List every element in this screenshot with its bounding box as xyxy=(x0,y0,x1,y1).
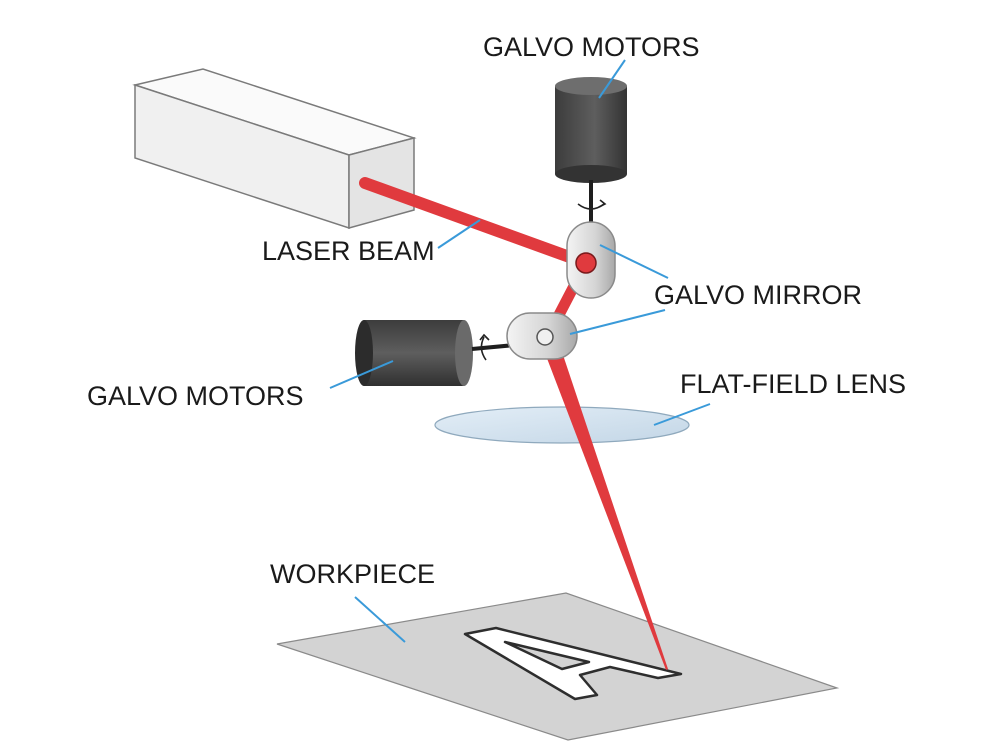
lower-galvo-mirror xyxy=(506,312,578,360)
label-galvo-mirror: GALVO MIRROR xyxy=(654,280,862,310)
top-galvo-mirror xyxy=(566,221,616,299)
workpiece-plate xyxy=(276,592,840,741)
laser-source-box xyxy=(132,68,417,230)
leader-laser-beam xyxy=(437,219,481,249)
engraved-letter-a xyxy=(463,626,683,701)
leader-workpiece xyxy=(354,596,406,643)
leader-flat-field-lens xyxy=(653,403,711,426)
label-galvo-motors-left: GALVO MOTORS xyxy=(87,381,304,411)
leader-lines xyxy=(329,59,711,643)
label-galvo-motors-top: GALVO MOTORS xyxy=(483,32,700,62)
label-workpiece: WORKPIECE xyxy=(270,559,435,589)
flat-field-lens xyxy=(434,406,690,444)
top-galvo-motor xyxy=(555,77,627,222)
leader-galvo-motors-left xyxy=(329,360,394,389)
leader-galvo-mirror-lower xyxy=(569,309,666,335)
leader-galvo-mirror-top xyxy=(599,244,669,279)
label-laser-beam: LASER BEAM xyxy=(262,236,435,266)
label-flat-field-lens: FLAT-FIELD LENS xyxy=(680,369,906,399)
leader-galvo-motors-top xyxy=(598,59,626,99)
left-galvo-motor xyxy=(355,320,516,386)
